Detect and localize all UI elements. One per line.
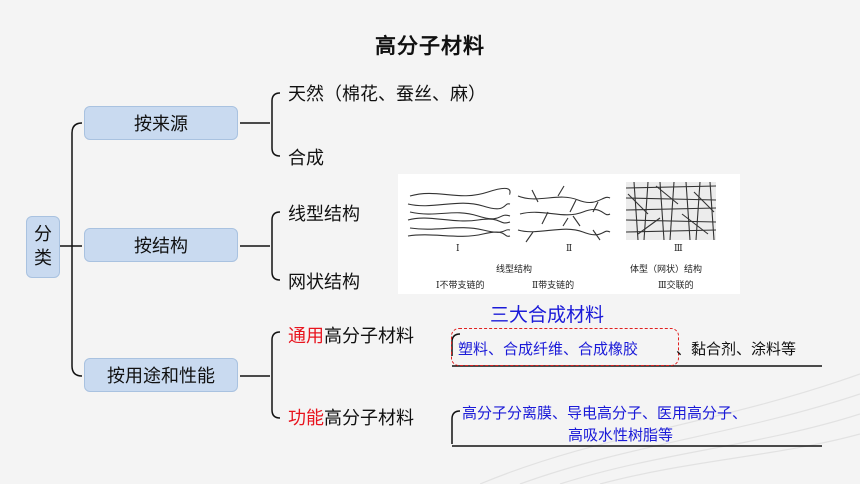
figure-numeral-3: Ⅲ (674, 244, 683, 254)
leaf-natural: 天然（棉花、蚕丝、麻） (288, 84, 486, 105)
highlight-dashed-box (451, 328, 679, 366)
figure-numeral-1: Ⅰ (456, 244, 460, 254)
root-box-classification: 分 类 (26, 216, 60, 278)
three-big-synthetic-materials: 三大合成材料 (490, 304, 605, 326)
general-highlight-text: 塑料、合成纤维、合成橡胶 (458, 340, 639, 358)
polymer-structure-figure: Ⅰ Ⅱ Ⅲ 线型结构 体型（网状）结构 Ⅰ不带支链的 Ⅱ带支链的 Ⅲ交联的 (398, 174, 740, 294)
figure-sub-crosslinked: Ⅲ交联的 (658, 281, 694, 291)
leaf-general-polymer: 通用高分子材料 (288, 322, 414, 348)
general-suffix: 高分子材料 (324, 326, 414, 347)
root-char-1: 分 (34, 224, 52, 245)
general-rest-text: 、黏合剂、涂料等 (676, 340, 797, 358)
page-title: 高分子材料 (375, 34, 485, 58)
leaf-linear-structure: 线型结构 (288, 204, 360, 225)
polymer-chain-drawing (407, 181, 717, 243)
figure-sub-unbranched: Ⅰ不带支链的 (436, 281, 485, 291)
root-char-2: 类 (34, 248, 52, 269)
functional-examples-line-1: 高分子分离膜、导电高分子、医用高分子、 (462, 404, 748, 422)
leaf-functional-polymer: 功能高分子材料 (288, 404, 414, 430)
functional-suffix: 高分子材料 (324, 408, 414, 429)
figure-caption-network: 体型（网状）结构 (630, 265, 703, 275)
functional-examples-line-2: 高吸水性树脂等 (568, 426, 674, 444)
background-decoration (480, 373, 860, 484)
leaf-network-structure: 网状结构 (288, 272, 360, 293)
branch-box-structure: 按结构 (84, 228, 238, 262)
branch-box-source: 按来源 (84, 106, 238, 140)
branch-box-usage: 按用途和性能 (84, 358, 238, 392)
figure-numeral-2: Ⅱ (566, 244, 573, 254)
leaf-synthetic: 合成 (288, 148, 324, 169)
functional-prefix: 功能 (288, 408, 324, 429)
figure-caption-linear: 线型结构 (496, 265, 533, 275)
figure-sub-branched: Ⅱ带支链的 (532, 281, 575, 291)
general-prefix: 通用 (288, 326, 324, 347)
